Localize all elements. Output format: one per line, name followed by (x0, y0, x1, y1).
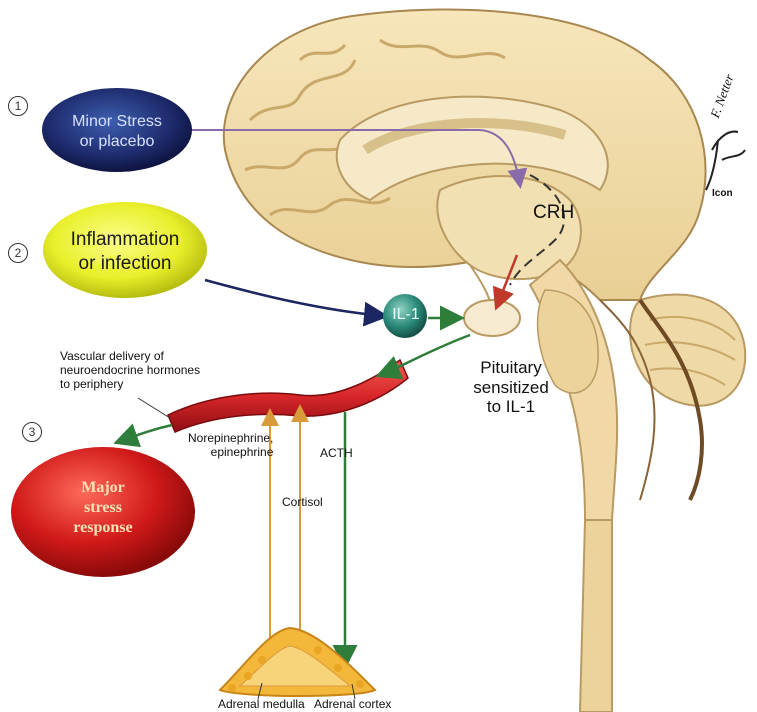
pituitary-label: Pituitary sensitized to IL-1 (461, 358, 561, 417)
step-1-badge: 1 (8, 96, 28, 116)
minor-stress-label: Minor Stress or placebo (42, 112, 192, 152)
norepinephrine-label: Norepinephrine, epinephrine (188, 432, 273, 460)
inflammation-label: Inflammation or infection (43, 228, 207, 276)
crh-label: CRH (533, 202, 574, 224)
pituitary-to-vessel-arrow (380, 335, 470, 375)
adrenal-medulla-label: Adrenal medulla (218, 698, 305, 712)
major-stress-label: Major stress response (11, 478, 195, 538)
cortisol-label: Cortisol (282, 496, 323, 510)
adrenal-gland (220, 628, 375, 696)
acth-label: ACTH (320, 447, 353, 461)
vessel-to-major-stress-arrow (118, 425, 172, 442)
blood-vessel (168, 360, 408, 432)
step-2-badge: 2 (8, 243, 28, 263)
il1-label: IL-1 (388, 306, 424, 324)
inflammation-arrow (205, 280, 384, 316)
adrenal-cortex-label: Adrenal cortex (314, 698, 391, 712)
signature-credit: Icon (712, 188, 733, 200)
step-3-badge: 3 (22, 422, 42, 442)
vascular-label: Vascular delivery of neuroendocrine horm… (60, 350, 200, 391)
vascular-pointer-line (138, 398, 170, 418)
netter-signature (706, 132, 745, 190)
